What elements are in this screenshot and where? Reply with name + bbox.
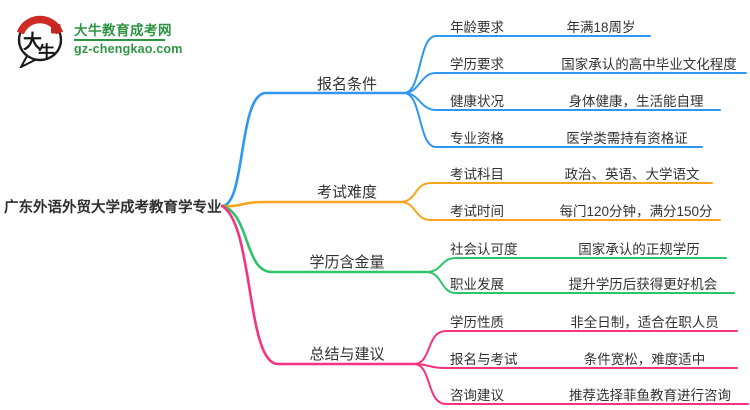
leaf-label: 报名与考试	[450, 352, 518, 367]
leaf-label: 咨询建议	[450, 388, 504, 403]
leaf-value: 国家承认的高中毕业文化程度	[561, 57, 737, 72]
branch-node-exam-difficulty: 考试难度	[316, 184, 377, 201]
leaf-label: 考试时间	[450, 204, 504, 219]
branch-node-signup-conditions: 报名条件	[316, 76, 377, 93]
svg-text:牛: 牛	[38, 42, 55, 63]
leaf-value: 非全日制，适合在职人员	[570, 315, 719, 330]
daniu-speech-bubble-icon: 大 牛	[16, 15, 64, 68]
leaf-value: 医学类需持有资格证	[566, 131, 688, 146]
branch-node-degree-value: 学历含金量	[309, 254, 385, 271]
leaf-label: 年龄要求	[450, 20, 504, 35]
leaf-label: 健康状况	[450, 94, 504, 109]
leaf-value: 政治、英语、大学语文	[564, 167, 700, 182]
leaf-label: 专业资格	[450, 131, 504, 146]
leaf-value: 推荐选择菲鱼教育进行咨询	[569, 388, 731, 403]
svg-text:大: 大	[23, 30, 42, 53]
leaf-label: 学历性质	[450, 315, 504, 330]
leaf-label: 学历要求	[450, 57, 504, 72]
site-url: gz-chengkao.com	[74, 42, 183, 56]
site-name: 大牛教育成考网	[74, 23, 172, 38]
root-node: 广东外语外贸大学成考教育学专业	[4, 200, 222, 216]
leaf-value: 提升学历后获得更好机会	[568, 277, 718, 292]
branch-lines-exam-difficulty	[220, 182, 721, 221]
leaf-label: 社会认可度	[450, 242, 518, 257]
branch-lines-summary	[220, 204, 749, 405]
leaf-value: 条件宽松，难度适中	[583, 352, 706, 367]
branch-node-summary: 总结与建议	[309, 346, 385, 363]
branch-lines-signup-conditions	[220, 35, 747, 208]
branch-lines-degree-value	[220, 204, 735, 294]
leaf-value: 每门120分钟，满分150分	[559, 204, 713, 219]
logo-divider	[74, 39, 165, 41]
leaf-value: 国家承认的正规学历	[578, 242, 700, 257]
leaf-value: 年满18周岁	[566, 20, 636, 35]
site-logo: 大 牛 大牛教育成考网 gz-chengkao.com	[14, 11, 194, 69]
leaf-value: 身体健康，生活能自理	[568, 94, 704, 109]
leaf-label: 考试科目	[450, 167, 504, 182]
leaf-label: 职业发展	[450, 277, 504, 292]
